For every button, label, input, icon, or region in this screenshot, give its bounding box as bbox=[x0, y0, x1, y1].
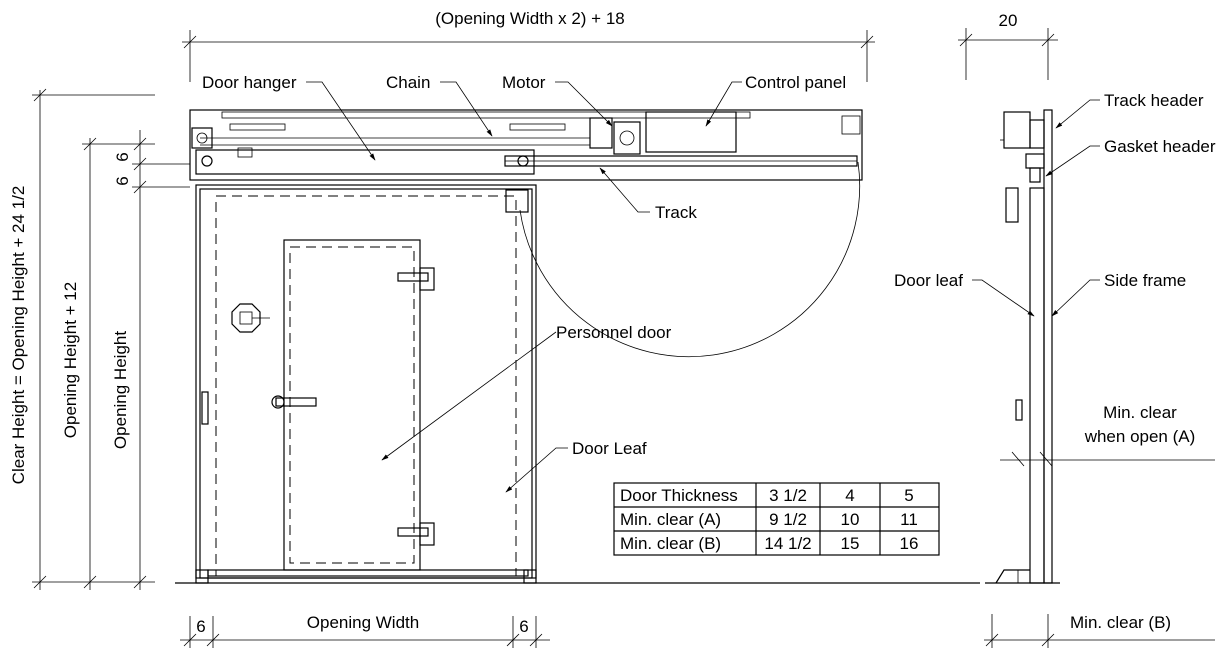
side-elevation: 20 Min. clear when open (A) Min. clear (… bbox=[958, 11, 1215, 648]
front-elevation bbox=[175, 109, 980, 584]
control-panel-label: Control panel bbox=[745, 73, 846, 92]
left-6-label: 6 bbox=[196, 617, 205, 636]
table-cell: Min. clear (B) bbox=[620, 534, 721, 553]
table-cell: Min. clear (A) bbox=[620, 510, 721, 529]
bottom-front-dimensions: 6 Opening Width 6 bbox=[180, 613, 550, 648]
min-clear-b-label: Min. clear (B) bbox=[1070, 613, 1171, 632]
gap-6b-label: 6 bbox=[113, 176, 132, 185]
gasket-header-label: Gasket header bbox=[1104, 137, 1216, 156]
door-leaf-side-label: Door leaf bbox=[894, 271, 963, 290]
top-width-dimension: (Opening Width x 2) + 18 bbox=[182, 9, 875, 82]
opening-width-label: Opening Width bbox=[307, 613, 419, 632]
side-depth-label: 20 bbox=[999, 11, 1018, 30]
min-clear-open-line2: when open (A) bbox=[1084, 427, 1196, 446]
personnel-door-label: Personnel door bbox=[556, 323, 672, 342]
gap-6a-label: 6 bbox=[113, 152, 132, 161]
track-header-label: Track header bbox=[1104, 91, 1204, 110]
clearance-table: Door Thickness 3 1/2 4 5 Min. clear (A) … bbox=[613, 482, 940, 556]
clear-height-label: Clear Height = Opening Height + 24 1/2 bbox=[9, 186, 28, 485]
track-label: Track bbox=[655, 203, 697, 222]
side-labels: Track header Gasket header Door leaf Sid… bbox=[894, 91, 1216, 317]
motor-label: Motor bbox=[502, 73, 546, 92]
table-cell: 9 1/2 bbox=[769, 510, 807, 529]
min-clear-open-line1: Min. clear bbox=[1103, 403, 1177, 422]
table-cell: 16 bbox=[900, 534, 919, 553]
table-cell: 3 1/2 bbox=[769, 486, 807, 505]
right-6-label: 6 bbox=[519, 617, 528, 636]
door-hanger-label: Door hanger bbox=[202, 73, 297, 92]
chain-label: Chain bbox=[386, 73, 430, 92]
table-cell: 15 bbox=[841, 534, 860, 553]
left-dimensions: Clear Height = Opening Height + 24 1/2 O… bbox=[9, 88, 190, 590]
door-leaf-front-label: Door Leaf bbox=[572, 439, 647, 458]
table-cell: 5 bbox=[904, 486, 913, 505]
table-cell: Door Thickness bbox=[620, 486, 738, 505]
opening-height-12-label: Opening Height + 12 bbox=[61, 282, 80, 438]
table-cell: 10 bbox=[841, 510, 860, 529]
table-cell: 4 bbox=[845, 486, 854, 505]
top-width-label: (Opening Width x 2) + 18 bbox=[435, 9, 624, 28]
front-labels: Door hanger Chain Motor Control panel Tr… bbox=[202, 73, 846, 493]
table-cell: 14 1/2 bbox=[764, 534, 811, 553]
side-frame-label: Side frame bbox=[1104, 271, 1186, 290]
opening-height-label: Opening Height bbox=[111, 331, 130, 449]
table-cell: 11 bbox=[900, 510, 918, 529]
